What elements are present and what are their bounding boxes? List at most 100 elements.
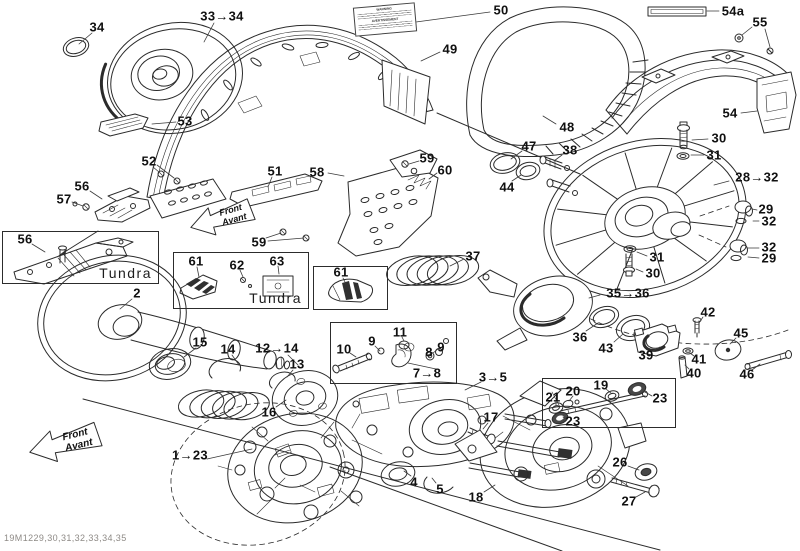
warning-decal: WARNING AVERTISSEMENT xyxy=(352,2,418,37)
snap-ring-14 xyxy=(209,359,241,378)
callout-9: 9 xyxy=(368,333,376,349)
callout-42: 42 xyxy=(700,304,716,320)
moving-sheave-18 xyxy=(455,372,646,523)
washer-26 xyxy=(633,461,658,482)
detail-box-lever xyxy=(330,322,457,384)
tundra-damper-box: Tundra xyxy=(173,252,309,309)
callout-56: 56 xyxy=(17,231,33,247)
washers-9-8 xyxy=(378,339,449,361)
tundra-bracket-56 xyxy=(14,238,133,284)
leader-line xyxy=(699,317,703,323)
leader-line xyxy=(484,485,495,492)
callout-54: 54 xyxy=(722,105,738,121)
callout-3-5: 3→5 xyxy=(478,369,508,385)
callout-13: 13 xyxy=(289,356,305,372)
leader-line xyxy=(692,139,708,140)
callout-19: 19 xyxy=(593,377,609,393)
belt-guard-49 xyxy=(147,25,433,218)
callout-39: 39 xyxy=(638,347,654,363)
snap-ring-13 xyxy=(270,372,296,388)
ring-44 xyxy=(514,160,541,182)
callout-5: 5 xyxy=(436,481,444,497)
callout-51: 51 xyxy=(267,163,283,179)
screws-52 xyxy=(158,171,180,184)
governor-cup-39 xyxy=(634,324,680,356)
callout-61: 61 xyxy=(188,253,204,269)
leader-line xyxy=(268,177,272,187)
leader-line xyxy=(554,155,562,161)
spring-16 xyxy=(176,377,272,433)
callout-33-34: 33→34 xyxy=(200,8,244,24)
tundra-variant-box: Tundra xyxy=(2,231,159,284)
callout-2: 2 xyxy=(133,285,141,301)
callout-4: 4 xyxy=(410,474,418,490)
callout-46: 46 xyxy=(739,366,755,382)
callout-9: 9 xyxy=(437,339,445,355)
leader-line xyxy=(511,151,522,159)
callout-57: 57 xyxy=(56,191,72,207)
pin-40 xyxy=(679,356,687,378)
callout-23: 23 xyxy=(652,390,668,406)
leader-line xyxy=(563,417,566,419)
callout-61: 61 xyxy=(333,264,349,280)
leader-line xyxy=(408,363,436,369)
callout-63: 63 xyxy=(269,253,285,269)
lever-7-8 xyxy=(392,344,411,367)
callout-56: 56 xyxy=(74,178,90,194)
leader-line xyxy=(465,382,481,390)
callout-21: 21 xyxy=(545,389,561,405)
leader-line xyxy=(433,349,438,353)
oring-34 xyxy=(61,34,91,59)
support-bracket-51 xyxy=(230,174,322,207)
leader-line xyxy=(714,181,729,185)
washer-20 xyxy=(562,399,579,409)
screw-62 xyxy=(241,278,252,288)
leader-line xyxy=(586,323,598,331)
callout-8: 8 xyxy=(425,344,433,360)
leader-line xyxy=(240,270,243,277)
callout-52: 52 xyxy=(141,153,157,169)
washer-31-bottom xyxy=(624,246,636,252)
cam-slider-35-36 xyxy=(478,268,599,350)
callout-40: 40 xyxy=(686,365,702,381)
leader-line xyxy=(730,338,736,344)
thrust-disc-12-14 xyxy=(266,364,343,432)
leader-line xyxy=(343,278,346,284)
leader-line xyxy=(287,370,293,377)
leader-line xyxy=(204,23,214,42)
callout-55: 55 xyxy=(752,14,768,30)
leader-line xyxy=(266,233,281,238)
callout-29: 29 xyxy=(761,250,777,266)
leader-line xyxy=(429,173,437,179)
leader-line xyxy=(653,347,660,351)
callout-43: 43 xyxy=(598,340,614,356)
rollers-29-32 xyxy=(730,201,753,261)
screws-59-top xyxy=(402,161,417,174)
callout-12-14: 12→14 xyxy=(255,340,299,356)
leader-line xyxy=(483,423,488,429)
callout-20: 20 xyxy=(565,383,581,399)
decal-63 xyxy=(263,276,293,296)
leader-line xyxy=(450,259,464,266)
callout-49: 49 xyxy=(442,41,458,57)
callout-48: 48 xyxy=(559,119,575,135)
damper-61-b xyxy=(329,279,373,302)
callout-28-32: 28→32 xyxy=(735,169,779,185)
callout-59: 59 xyxy=(251,234,267,250)
leader-line xyxy=(72,202,83,206)
callout-27: 27 xyxy=(621,493,637,509)
callout-44: 44 xyxy=(499,179,515,195)
leader-line xyxy=(268,238,304,241)
bolt-10 xyxy=(332,352,373,374)
oring-47 xyxy=(488,150,522,177)
screws-55 xyxy=(735,34,773,54)
leader-line xyxy=(421,52,440,61)
screw-42 xyxy=(693,318,701,337)
mount-bracket-56 xyxy=(95,188,150,222)
callout-58: 58 xyxy=(309,164,325,180)
callout-32: 32 xyxy=(761,239,777,255)
callout-30: 30 xyxy=(645,265,661,281)
leader-line xyxy=(328,173,344,176)
fixed-sheave-drawing-33-34 xyxy=(91,10,253,147)
callout-53: 53 xyxy=(177,113,193,129)
